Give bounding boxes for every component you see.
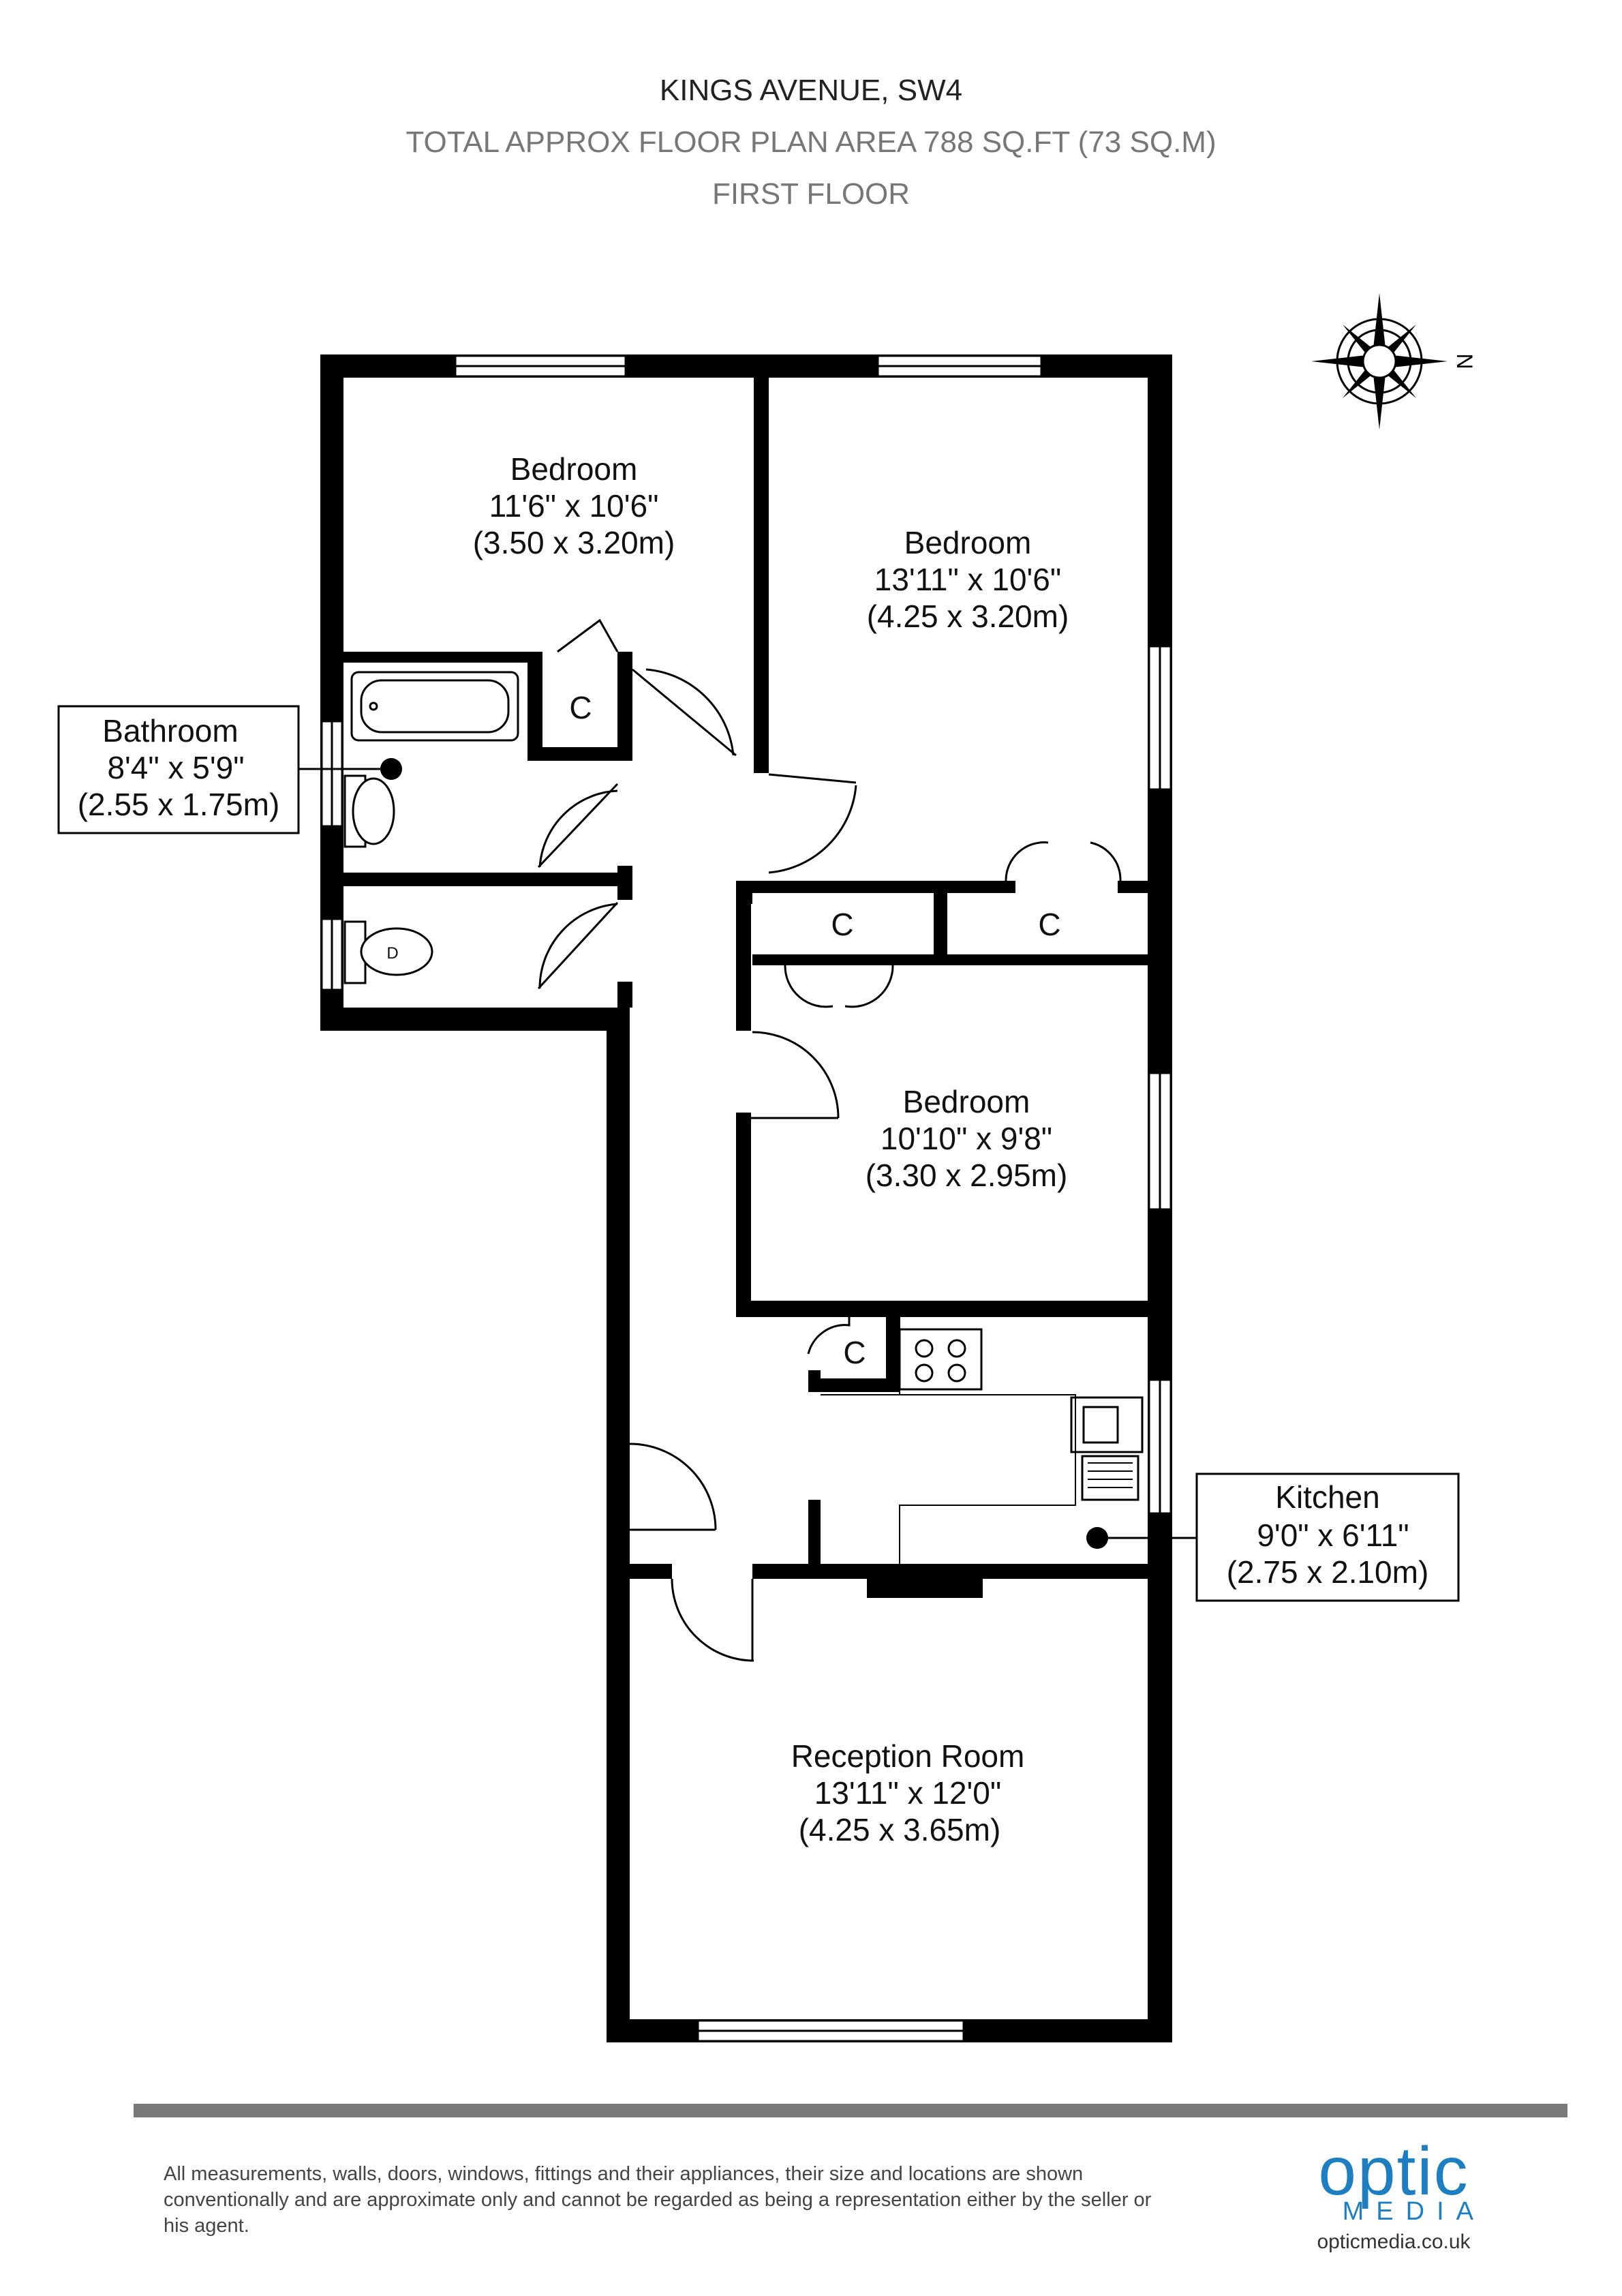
wall-cup-bottom: [527, 747, 632, 761]
bathroom-callout-box: [57, 705, 300, 834]
wall-wc-jamb2: [617, 982, 632, 1008]
room-name: Bedroom: [903, 1084, 1030, 1119]
wall-cup-left: [527, 652, 542, 761]
room-kitchen: Kitchen 9'0" x 6'11" (2.75 x 2.10m): [1086, 1472, 1460, 1602]
room-bedroom-1: Bedroom 11'6" x 10'6" (3.50 x 3.20m): [473, 451, 675, 560]
optic-media-logo[interactable]: optic MEDIA opticmedia.co.uk: [1295, 2137, 1493, 2254]
cupboard-label: C: [569, 690, 592, 725]
wall-kit-stub: [808, 1370, 821, 1392]
wall-cup-right: [617, 652, 632, 761]
room-name: Reception Room: [791, 1738, 1025, 1774]
basin: [352, 777, 395, 845]
wall-kit-post: [808, 1500, 821, 1575]
wall-kit-cup-b: [808, 1378, 900, 1392]
compass-north-label: N: [1452, 353, 1477, 369]
logo-subword: MEDIA: [1342, 2197, 1486, 2226]
room-size-metric: (2.75 x 2.10m): [1227, 1554, 1429, 1590]
wall-bed3-top: [752, 954, 1148, 965]
cupboard-label: C: [843, 1335, 866, 1370]
wall-top: [320, 354, 1172, 378]
fixtures: [343, 671, 1144, 1501]
cupboard-label: C: [831, 907, 853, 942]
room-name: Bedroom: [510, 451, 638, 487]
windows: [320, 354, 1172, 2042]
room-name: Bedroom: [904, 525, 1032, 560]
room-size-imperial: 11'6" x 10'6": [489, 488, 659, 524]
room-bathroom: Bathroom 8'4" x 5'9" (2.55 x 1.75m): [57, 705, 402, 834]
kitchen-marker: [1086, 1527, 1108, 1549]
floor-subtitle: FIRST FLOOR: [711, 177, 911, 211]
wc-bowl: [360, 927, 433, 976]
wall-cup-top3: [1118, 881, 1148, 893]
chimney-breast: [867, 1564, 983, 1598]
wall-step-h: [320, 1008, 630, 1031]
room-size-imperial: 9'0" x 6'11": [1257, 1517, 1409, 1553]
wall-bed3-left-b: [736, 1113, 751, 1313]
wall-lower-left: [607, 1008, 630, 2042]
wall-bed3-bottom: [736, 1301, 1148, 1317]
room-bedroom-3: Bedroom 10'10" x 9'8" (3.30 x 2.95m): [866, 1084, 1068, 1193]
worktop: [821, 1317, 1133, 1577]
bathroom-marker: [380, 758, 402, 780]
room-size-metric: (2.55 x 1.75m): [78, 787, 280, 822]
room-size-imperial: 10'10" x 9'8": [881, 1121, 1052, 1156]
doors: [537, 618, 1122, 1662]
room-size-imperial: 8'4" x 5'9": [107, 750, 244, 785]
wall-wc-jamb: [617, 866, 632, 900]
wall-cup-top: [736, 881, 1009, 893]
wall-cup-top2: [1002, 881, 1015, 893]
room-bedroom-2: Bedroom 13'11" x 10'6" (4.25 x 3.20m): [867, 525, 1069, 634]
room-size-imperial: 13'11" x 10'6": [874, 562, 1061, 597]
room-size-metric: (3.50 x 3.20m): [473, 525, 675, 560]
website-link[interactable]: opticmedia.co.uk: [1317, 2231, 1471, 2253]
room-size-imperial: 13'11" x 12'0": [814, 1775, 1001, 1811]
wall-bath-top: [343, 652, 527, 663]
room-size-metric: (3.30 x 2.95m): [866, 1158, 1068, 1193]
address-title: KINGS AVENUE, SW4: [659, 74, 963, 107]
room-size-metric: (4.25 x 3.20m): [867, 599, 1069, 634]
wall-rec-top-a: [630, 1564, 672, 1579]
wall-stub: [754, 757, 769, 773]
wall-bed3-left-a: [736, 881, 751, 1031]
disclaimer: All measurements, walls, doors, windows,…: [164, 2163, 1152, 2237]
footer-divider: [134, 2104, 1567, 2117]
logo-wordmark: optic: [1318, 2133, 1469, 2209]
wc-label: D: [386, 944, 398, 963]
area-subtitle: TOTAL APPROX FLOOR PLAN AREA 788 SQ.FT (…: [406, 125, 1216, 159]
room-size-metric: (4.25 x 3.65m): [799, 1812, 1001, 1847]
wall-bath-wc: [343, 873, 632, 886]
compass-rose-icon: N: [1311, 293, 1477, 429]
wall-cup-div: [934, 881, 947, 956]
cupboard-label: C: [1038, 907, 1060, 942]
bathtub-inner: [360, 679, 510, 734]
room-name: Bathroom: [102, 713, 238, 749]
room-name: Kitchen: [1275, 1479, 1379, 1515]
room-reception: Reception Room 13'11" x 12'0" (4.25 x 3.…: [791, 1738, 1025, 1847]
wall-kit-cup: [886, 1317, 900, 1392]
hob: [898, 1328, 983, 1391]
wall-bed-divider: [754, 378, 769, 773]
